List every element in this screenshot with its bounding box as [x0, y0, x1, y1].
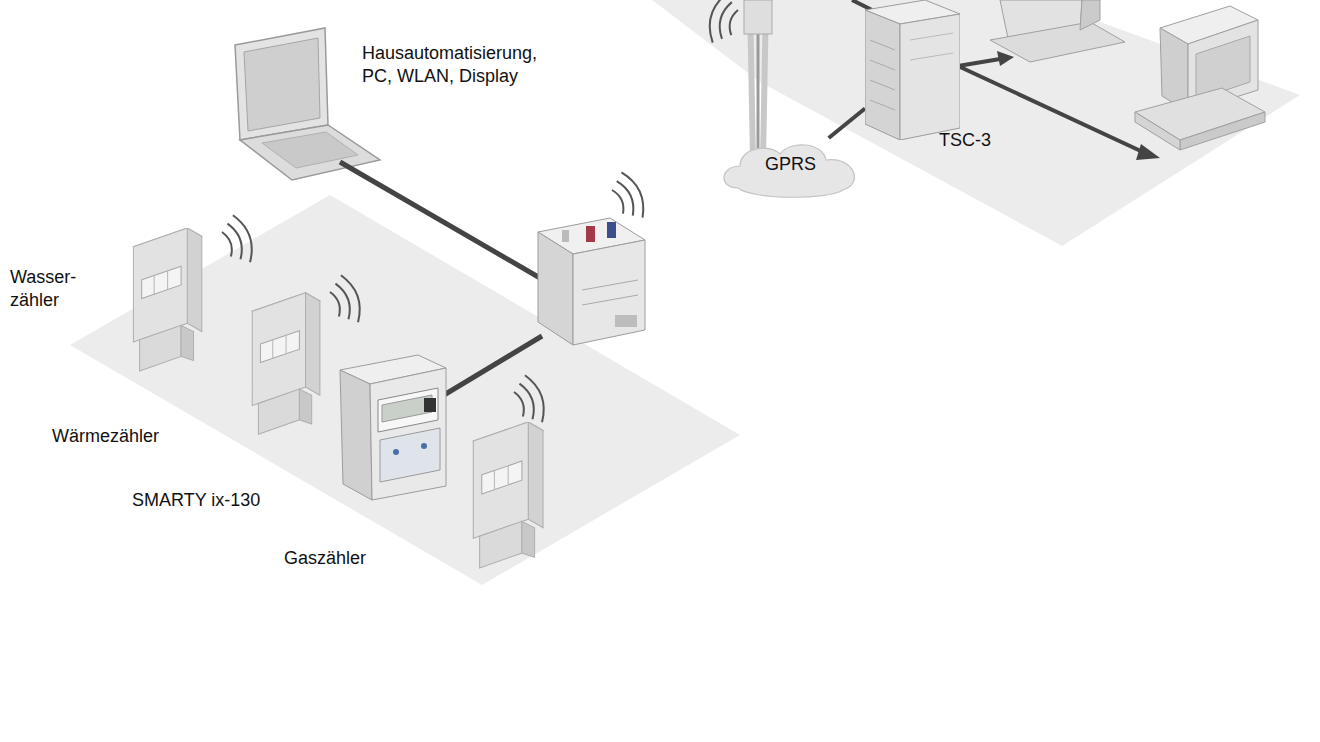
wire: [340, 162, 540, 278]
antenna-tower: [744, 0, 772, 162]
heat-meter: [252, 293, 320, 434]
server-label: TSC-3: [939, 130, 991, 152]
workstation: [1135, 6, 1265, 150]
wire: [852, 0, 872, 10]
network-cloud: GPRS: [718, 138, 863, 200]
radio-waves: [218, 212, 258, 267]
wire: [444, 336, 542, 395]
water-meter: [133, 228, 201, 371]
radio-waves: [607, 169, 650, 225]
workstation: [990, 0, 1125, 62]
meter-label: Wasser- zähler: [10, 266, 88, 311]
data-arrow: [958, 51, 1014, 66]
network-link: [829, 109, 865, 138]
server-node: TSC-3: [865, 0, 960, 140]
meter-label: Gaszähler: [284, 547, 424, 570]
gateway-device: [538, 218, 645, 345]
electricity-meter: [340, 355, 446, 500]
server-tower: [865, 0, 960, 140]
laptop: [235, 28, 380, 180]
gas-meter: [473, 422, 543, 568]
meter-label: SMARTY ix-130: [132, 489, 322, 512]
device-label: Hausautomatisierung, PC, WLAN, Display: [362, 42, 557, 87]
network-label: GPRS: [765, 154, 816, 176]
meter-label: Wärmezähler: [52, 425, 222, 448]
radio-waves: [704, 0, 741, 47]
radio-waves: [510, 372, 550, 427]
office-plane: [652, 0, 1300, 246]
floor-plane: [70, 195, 740, 585]
radio-waves: [326, 272, 366, 327]
